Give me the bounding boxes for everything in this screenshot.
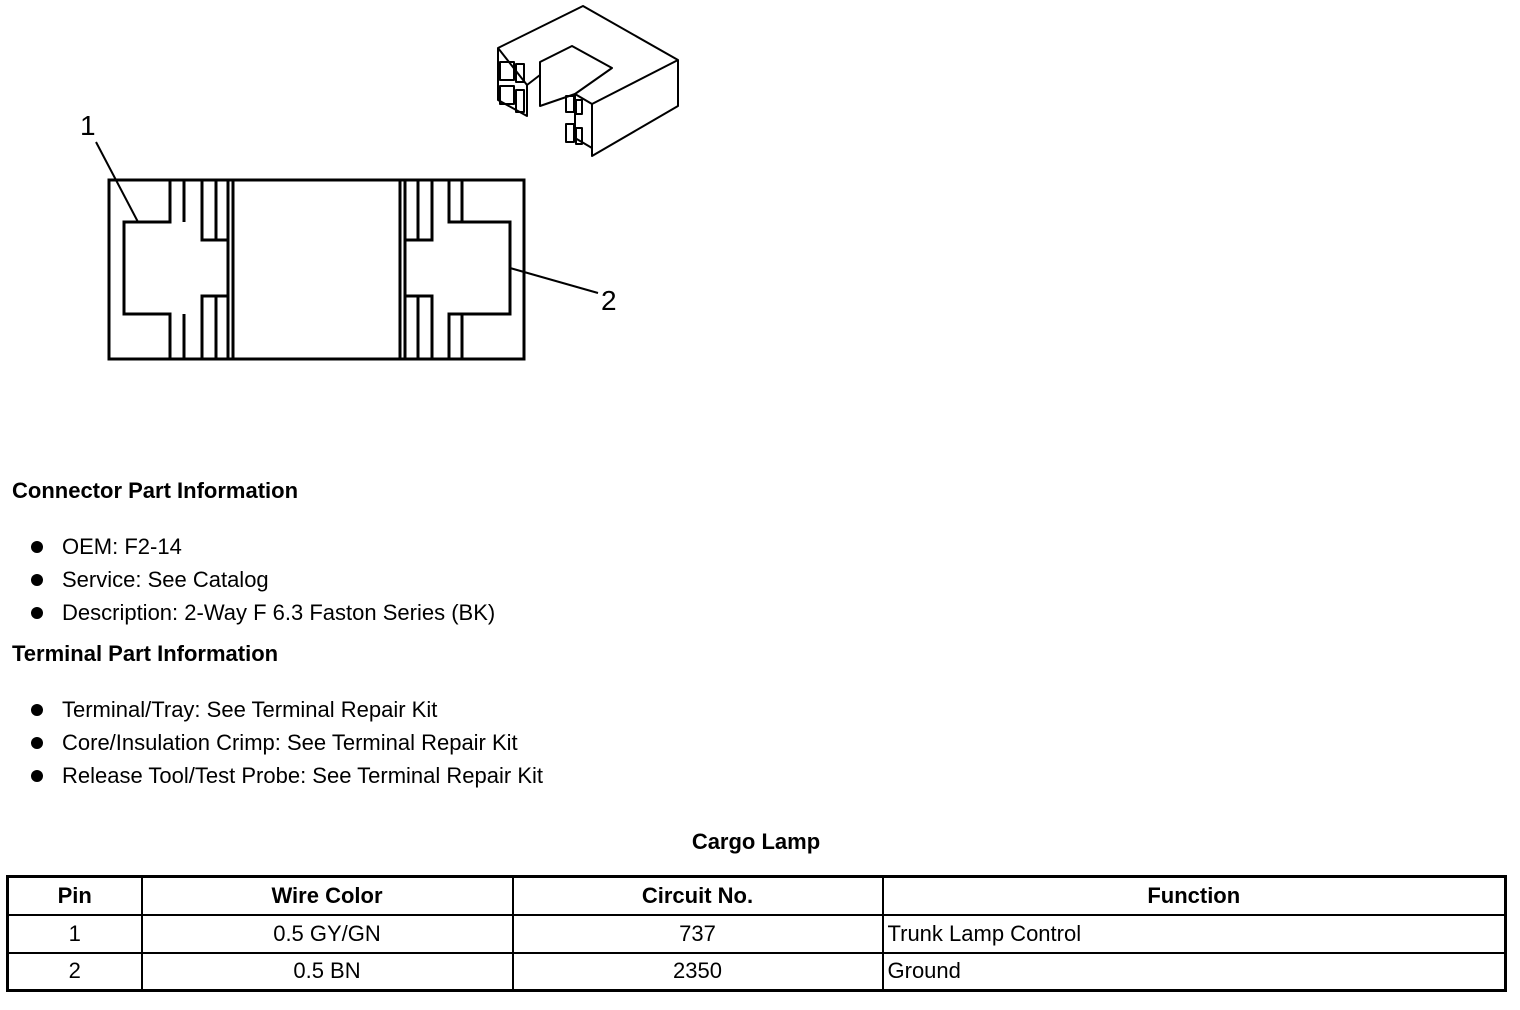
list-item-text: Description: 2-Way F 6.3 Faston Series (… <box>62 600 496 625</box>
terminal-part-list: Terminal/Tray: See Terminal Repair Kit C… <box>28 693 543 792</box>
header-circuit-no: Circuit No. <box>511 875 884 916</box>
list-item: Core/Insulation Crimp: See Terminal Repa… <box>28 726 543 759</box>
connector-part-list: OEM: F2-14 Service: See Catalog Descript… <box>28 530 495 629</box>
cell-function: Trunk Lamp Control <box>881 913 1507 954</box>
bullet-icon <box>31 574 43 586</box>
table-row: 1 0.5 GY/GN 737 Trunk Lamp Control <box>6 913 1507 954</box>
list-item: Terminal/Tray: See Terminal Repair Kit <box>28 693 543 726</box>
connector-isometric-view <box>497 5 679 157</box>
header-wire-color: Wire Color <box>140 875 514 916</box>
list-item-text: Core/Insulation Crimp: See Terminal Repa… <box>62 730 518 755</box>
list-item: Description: 2-Way F 6.3 Faston Series (… <box>28 596 495 629</box>
bullet-icon <box>31 770 43 782</box>
table-row: 2 0.5 BN 2350 Ground <box>6 951 1507 992</box>
list-item-text: Release Tool/Test Probe: See Terminal Re… <box>62 763 543 788</box>
list-item: Service: See Catalog <box>28 563 495 596</box>
connector-face-view <box>107 178 526 361</box>
connector-diagram: 1 2 <box>80 5 679 361</box>
list-item: Release Tool/Test Probe: See Terminal Re… <box>28 759 543 792</box>
bullet-icon <box>31 607 43 619</box>
callout-1: 1 <box>80 110 96 141</box>
pinout-table: Pin Wire Color Circuit No. Function 1 0.… <box>6 875 1507 992</box>
list-item-text: Service: See Catalog <box>62 567 269 592</box>
list-item-text: Terminal/Tray: See Terminal Repair Kit <box>62 697 438 722</box>
cell-circuit-no: 737 <box>511 913 884 954</box>
bullet-icon <box>31 737 43 749</box>
callout-2: 2 <box>601 285 617 316</box>
header-function: Function <box>881 875 1507 916</box>
bullet-icon <box>31 704 43 716</box>
list-item-text: OEM: F2-14 <box>62 534 182 559</box>
cell-function: Ground <box>881 951 1507 992</box>
cell-pin: 2 <box>6 951 143 992</box>
bullet-icon <box>31 541 43 553</box>
table-title: Cargo Lamp <box>691 829 821 854</box>
cell-wire-color: 0.5 GY/GN <box>140 913 514 954</box>
terminal-part-heading: Terminal Part Information <box>12 641 279 666</box>
header-pin: Pin <box>6 875 143 916</box>
connector-part-heading: Connector Part Information <box>12 478 299 503</box>
cell-wire-color: 0.5 BN <box>140 951 514 992</box>
table-header-row: Pin Wire Color Circuit No. Function <box>6 875 1507 916</box>
cell-circuit-no: 2350 <box>511 951 884 992</box>
cell-pin: 1 <box>6 913 143 954</box>
callout-leaders <box>95 141 599 294</box>
list-item: OEM: F2-14 <box>28 530 495 563</box>
